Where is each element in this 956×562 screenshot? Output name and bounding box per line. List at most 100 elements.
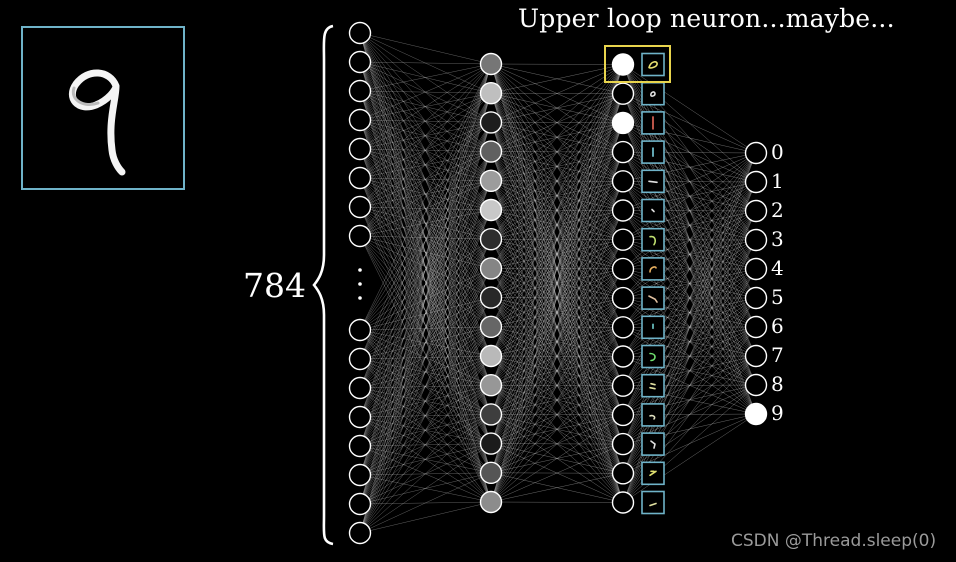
connection-line: [359, 235, 492, 386]
ellipsis-dot: [358, 268, 362, 272]
connection-line: [490, 356, 624, 503]
connection-line: [359, 268, 492, 534]
connection-line: [359, 414, 492, 534]
ellipsis-dot: [358, 296, 362, 300]
feature-thumbnail: [641, 432, 665, 456]
input-neuron: [348, 195, 372, 219]
connection-line: [490, 64, 624, 327]
connection-line: [490, 64, 624, 240]
input-neuron: [348, 137, 372, 161]
input-neuron: [348, 376, 372, 400]
connection-line: [359, 63, 492, 150]
connection-line: [622, 239, 757, 503]
connection-line: [359, 61, 492, 65]
hidden1-neuron: [479, 111, 503, 134]
connection-line: [359, 63, 492, 208]
connection-line: [490, 210, 624, 503]
feature-thumbnail: [641, 315, 665, 340]
connection-line: [359, 63, 492, 534]
output-digit-label: 5: [771, 285, 784, 309]
feature-thumbnail-stroke: [649, 235, 656, 246]
hidden1-neuron: [479, 257, 503, 280]
feature-thumbnail-frame: [641, 403, 665, 427]
connection-line: [490, 268, 624, 503]
feature-thumbnail-stroke: [649, 502, 657, 507]
hidden2-neuron: [611, 403, 635, 427]
connection-line: [490, 327, 624, 503]
connection-line: [359, 297, 492, 534]
connection-line: [490, 64, 624, 269]
input-neuron: [348, 166, 372, 190]
hidden1-neuron: [479, 461, 503, 484]
feature-thumbnail: [641, 52, 665, 77]
connection-line: [490, 64, 624, 357]
connection-line: [359, 443, 492, 534]
connection-line: [359, 235, 492, 269]
connection-line: [359, 63, 492, 505]
output-digit-label: 6: [771, 314, 784, 338]
output-digit-label: 3: [771, 227, 784, 251]
connection-line: [490, 64, 624, 152]
connection-line: [490, 501, 624, 503]
connection-line: [490, 385, 624, 503]
connection-line: [622, 152, 757, 240]
hidden1-neuron: [479, 432, 503, 455]
feature-thumbnail: [641, 403, 665, 427]
output-digit-label: 8: [771, 372, 784, 396]
connection-line: [490, 64, 624, 123]
input-neuron: [348, 50, 372, 74]
output-neuron: [744, 373, 768, 397]
hidden2-neuron: [611, 170, 635, 193]
hidden2-neuron: [611, 374, 635, 397]
connection-line: [359, 501, 492, 534]
connection-line: [359, 63, 492, 418]
connection-line: [359, 235, 492, 473]
connection-line: [359, 63, 492, 476]
connection-line: [490, 473, 624, 503]
connection-line: [490, 64, 624, 211]
connection-line: [490, 64, 624, 503]
connection-line: [490, 181, 624, 503]
connection-line: [359, 63, 492, 92]
connection-line: [359, 355, 492, 534]
input-neuron: [348, 492, 372, 516]
feature-thumbnail: [641, 461, 665, 486]
connection-line: [622, 64, 757, 154]
output-neuron: [744, 199, 768, 223]
hidden2-neuron: [611, 111, 635, 135]
feature-thumbnail-frame: [641, 344, 665, 369]
connection-line: [359, 122, 492, 534]
input-neuron: [348, 521, 372, 545]
connection-line: [359, 180, 492, 237]
connection-line: [359, 472, 492, 534]
ellipsis-dots: [358, 268, 362, 300]
connection-line: [490, 239, 624, 503]
input-neuron: [348, 347, 372, 371]
connection-lines: [359, 32, 757, 534]
hidden1-neuron: [479, 344, 503, 368]
connection-line: [490, 122, 624, 503]
hidden2-neuron: [611, 257, 635, 281]
connection-line: [622, 152, 757, 416]
feature-thumbnail: [641, 111, 665, 135]
output-digit-label: 1: [771, 169, 784, 193]
hidden2-neuron: [611, 53, 635, 76]
hidden2-neuron: [611, 462, 635, 485]
feature-thumbnail: [641, 140, 665, 164]
feature-thumbnail: [641, 81, 665, 106]
input-count-label: 784: [243, 266, 306, 305]
input-neuron: [348, 108, 372, 132]
hidden2-neuron: [611, 199, 635, 222]
hidden2-neuron: [611, 82, 635, 105]
hidden1-neuron: [479, 52, 503, 76]
output-neuron: [744, 402, 768, 426]
connection-line: [490, 152, 624, 503]
highlight-box: [604, 45, 671, 83]
connection-line: [359, 63, 492, 331]
hidden1-neuron: [479, 198, 503, 222]
connection-line: [359, 93, 492, 237]
output-digit-label: 4: [771, 256, 784, 280]
hidden1-neuron: [479, 490, 503, 514]
connection-line: [359, 235, 492, 327]
